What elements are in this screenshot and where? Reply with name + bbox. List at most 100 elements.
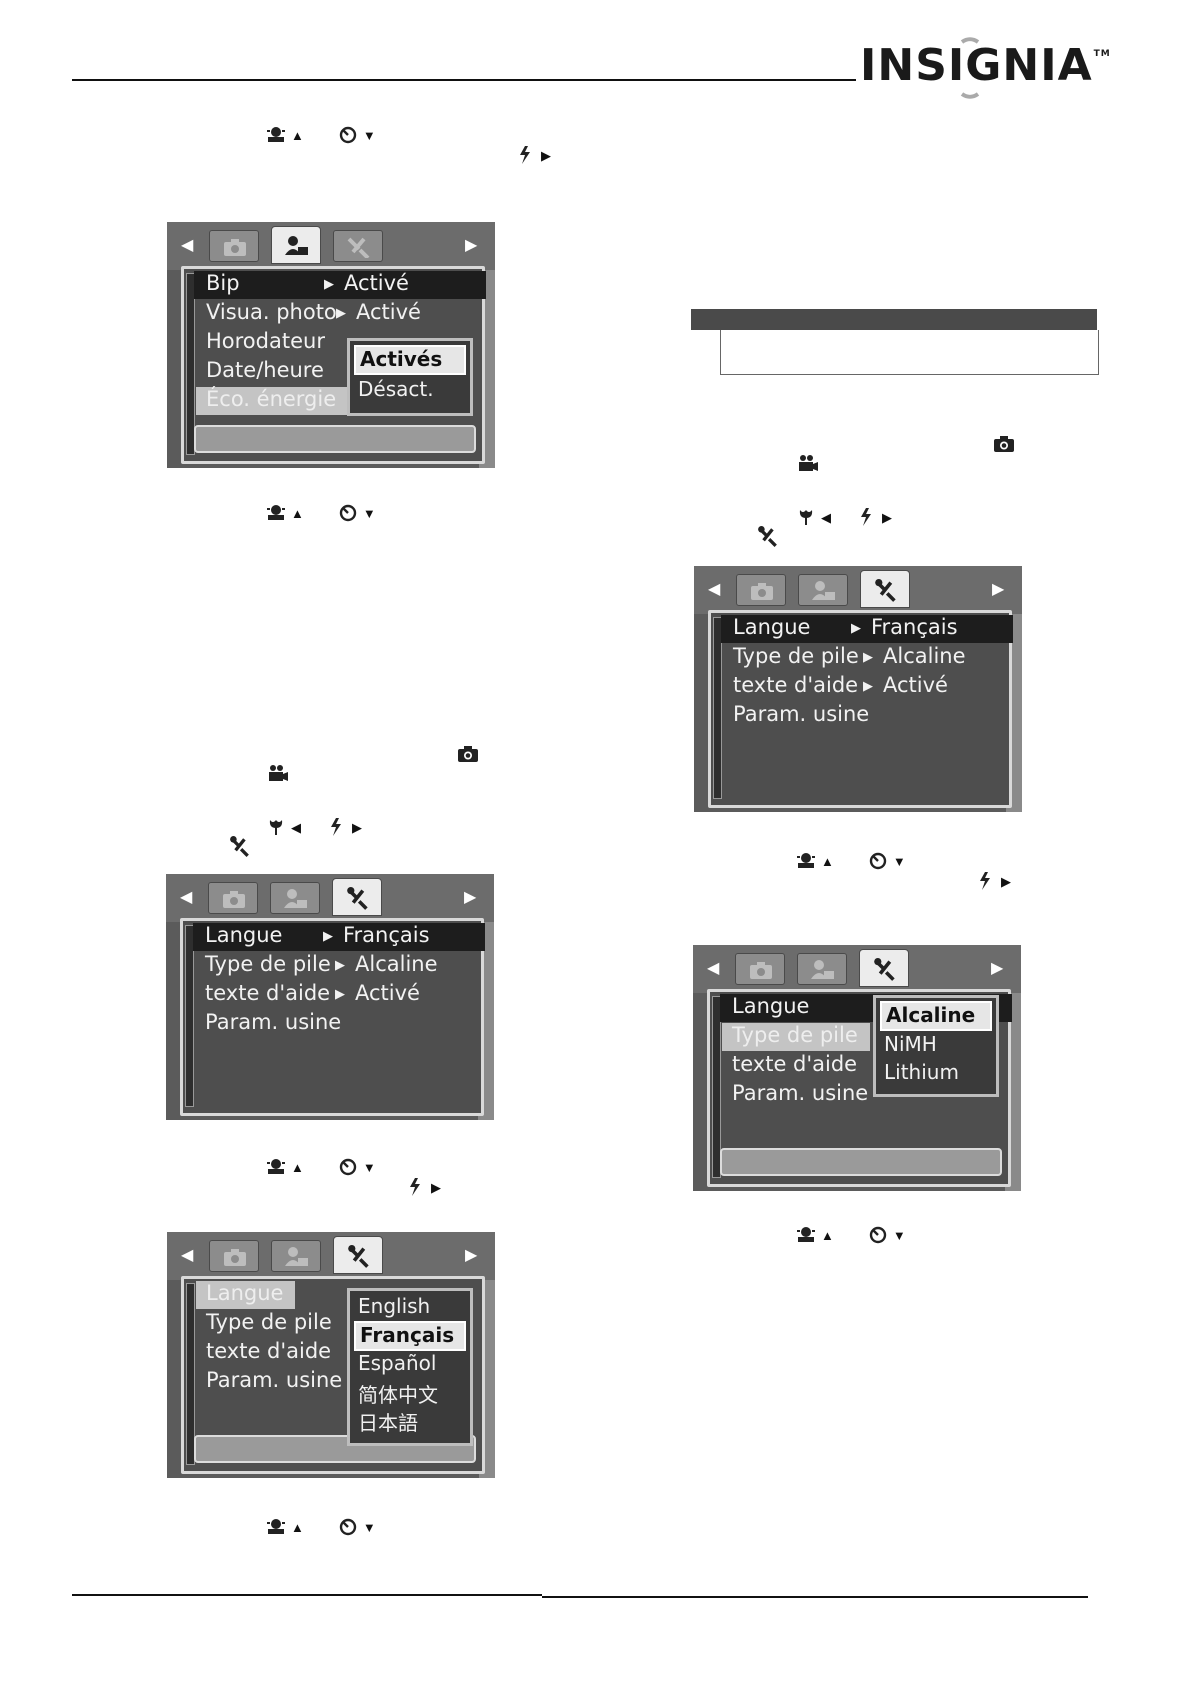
option-english[interactable]: English bbox=[358, 1294, 431, 1318]
option-desact[interactable]: Désact. bbox=[358, 377, 434, 401]
menu-row-bip[interactable]: BipActivé bbox=[194, 271, 486, 299]
menu-row-langue[interactable]: LangueFrançais bbox=[193, 923, 485, 951]
tab-settings[interactable] bbox=[797, 953, 847, 985]
camera-screen-setup: ◀ ▶ LangueFrançais Type de pileAlcaline … bbox=[166, 874, 494, 1120]
tab-settings[interactable] bbox=[270, 882, 320, 914]
portrait-icon bbox=[267, 1159, 285, 1174]
down-arrow-icon: ▼ bbox=[362, 1159, 376, 1175]
flash-icon bbox=[410, 1178, 420, 1196]
option-lithium[interactable]: Lithium bbox=[884, 1060, 959, 1084]
right-arrow-icon: ▶ bbox=[541, 147, 551, 163]
right-arrow-icon: ▶ bbox=[991, 958, 1004, 977]
scrollbar[interactable] bbox=[185, 925, 194, 1107]
left-arrow-icon: ◀ bbox=[181, 1245, 194, 1264]
left-arrow-icon: ◀ bbox=[180, 887, 193, 906]
menu-row-texte-daide[interactable]: texte d'aideActivé bbox=[733, 673, 948, 701]
nav-icons-line: ▶ bbox=[516, 146, 551, 164]
down-arrow-icon: ▼ bbox=[362, 1519, 376, 1535]
nav-icons-line: ▶ bbox=[976, 872, 1011, 890]
tools-icon bbox=[346, 1245, 370, 1269]
portrait-icon bbox=[797, 853, 815, 868]
nav-icons-line: ▲▼ bbox=[266, 1518, 376, 1536]
tab-capture[interactable] bbox=[209, 1240, 259, 1272]
self-timer-icon bbox=[339, 1518, 357, 1536]
portrait-icon bbox=[797, 1227, 815, 1242]
menu-row-type-de-pile[interactable]: Type de pile bbox=[206, 1310, 332, 1334]
tab-capture[interactable] bbox=[208, 882, 258, 914]
nav-icons-line: ▲▼ bbox=[796, 1226, 906, 1244]
menu-row-param-usine[interactable]: Param. usine bbox=[205, 1010, 342, 1034]
menu-row-param-usine[interactable]: Param. usine bbox=[733, 702, 870, 726]
left-arrow-icon: ◀ bbox=[708, 579, 721, 598]
menu-row-langue[interactable]: Langue bbox=[196, 1281, 296, 1309]
person-settings-icon bbox=[285, 1247, 308, 1266]
scrollbar[interactable] bbox=[713, 617, 722, 799]
left-arrow-icon: ◀ bbox=[821, 509, 831, 525]
camera-icon bbox=[224, 1249, 246, 1266]
option-japanese[interactable]: 日本語 bbox=[358, 1411, 418, 1435]
flash-icon bbox=[331, 818, 341, 836]
up-arrow-icon: ▲ bbox=[291, 127, 304, 143]
tab-settings[interactable] bbox=[798, 574, 848, 606]
nav-icons-line: ◀▶ bbox=[796, 508, 892, 526]
menu-row-param-usine[interactable]: Param. usine bbox=[206, 1368, 343, 1392]
tools-icon bbox=[872, 958, 896, 982]
scrollbar[interactable] bbox=[712, 996, 721, 1178]
person-settings-icon bbox=[812, 581, 835, 600]
tab-setup[interactable] bbox=[859, 949, 909, 987]
help-text-bar bbox=[720, 1148, 1002, 1176]
camera-icon bbox=[994, 436, 1014, 452]
menu-row-texte-daide[interactable]: texte d'aide bbox=[206, 1339, 332, 1363]
tab-settings[interactable] bbox=[271, 1240, 321, 1272]
camera-screen-battery: ◀ ▶ Langue Type de pile texte d'aide Par… bbox=[693, 945, 1021, 1191]
self-timer-icon bbox=[869, 852, 887, 870]
option-nimh[interactable]: NiMH bbox=[884, 1032, 937, 1056]
setup-tools-icon bbox=[228, 836, 250, 858]
up-arrow-icon: ▲ bbox=[821, 853, 834, 869]
camera-screen-beep: ◀ ▶ BipActivé Visua. photoActivé Horodat… bbox=[167, 222, 495, 468]
menu-row-visua-photo[interactable]: Visua. photoActivé bbox=[206, 300, 421, 328]
option-popup: Activés Désact. bbox=[347, 338, 473, 416]
menu-tabs: ◀ ▶ bbox=[694, 568, 1022, 610]
person-settings-icon bbox=[285, 236, 308, 255]
menu-row-eco-energie[interactable]: Éco. énergie bbox=[196, 387, 349, 415]
option-francais[interactable]: Français bbox=[354, 1321, 466, 1351]
menu-row-texte-daide[interactable]: texte d'aideActivé bbox=[205, 981, 420, 1009]
option-alcaline[interactable]: Alcaline bbox=[880, 1001, 992, 1031]
tab-setup[interactable] bbox=[332, 878, 382, 916]
down-arrow-icon: ▼ bbox=[892, 853, 906, 869]
menu-row-texte-daide[interactable]: texte d'aide bbox=[732, 1052, 858, 1076]
tab-settings[interactable] bbox=[271, 226, 321, 264]
scrollbar[interactable] bbox=[186, 273, 195, 455]
right-arrow-icon: ▶ bbox=[1001, 873, 1011, 889]
video-icon bbox=[799, 455, 818, 471]
menu-row-param-usine[interactable]: Param. usine bbox=[732, 1081, 869, 1105]
tab-setup[interactable] bbox=[333, 1236, 383, 1274]
nav-icons-line: ▲▼ bbox=[266, 504, 376, 522]
menu-row-type-de-pile[interactable]: Type de pile bbox=[722, 1023, 870, 1051]
menu-row-langue[interactable]: LangueFrançais bbox=[721, 615, 1013, 643]
portrait-icon bbox=[267, 505, 285, 520]
tools-icon bbox=[345, 887, 369, 911]
scrollbar[interactable] bbox=[186, 1283, 195, 1465]
tab-capture[interactable] bbox=[209, 230, 259, 262]
option-espanol[interactable]: Español bbox=[358, 1351, 437, 1375]
tools-icon bbox=[873, 579, 897, 603]
tab-capture[interactable] bbox=[736, 574, 786, 606]
note-header-bar bbox=[691, 309, 1097, 330]
option-chinese[interactable]: 简体中文 bbox=[358, 1383, 438, 1407]
nav-icons-line: ◀▶ bbox=[266, 818, 362, 836]
menu-row-type-de-pile[interactable]: Type de pileAlcaline bbox=[733, 644, 966, 672]
tab-capture[interactable] bbox=[735, 953, 785, 985]
menu-row-type-de-pile[interactable]: Type de pileAlcaline bbox=[205, 952, 438, 980]
tab-setup[interactable] bbox=[860, 570, 910, 608]
down-arrow-icon: ▼ bbox=[362, 505, 376, 521]
menu-row-horodateur[interactable]: Horodateur bbox=[206, 329, 325, 353]
camera-icon bbox=[224, 239, 246, 256]
header-rule bbox=[72, 79, 856, 81]
menu-row-date-heure[interactable]: Date/heure bbox=[206, 358, 324, 382]
camera-icon bbox=[751, 583, 773, 600]
option-actives[interactable]: Activés bbox=[354, 345, 466, 375]
self-timer-icon bbox=[339, 126, 357, 144]
tab-setup[interactable] bbox=[333, 230, 383, 262]
